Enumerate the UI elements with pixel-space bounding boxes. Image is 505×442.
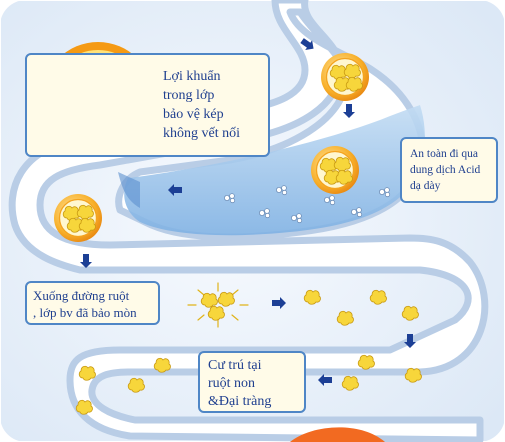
- capsule-icon: [311, 146, 359, 194]
- callout-line: không vết nối: [163, 126, 240, 141]
- bacteria-cluster-icon: [217, 291, 235, 307]
- callout-line: dung dịch Acid: [410, 164, 481, 176]
- callout-line: trong lớp: [163, 88, 215, 103]
- callout-acid-safe: An toàn đi qua dung dịch Acid dạ dày: [400, 137, 498, 203]
- callout-double-layer: Lợi khuẩn trong lớp bảo vệ kép không vết…: [25, 53, 270, 157]
- bacteria-cluster-icon: [127, 377, 145, 393]
- callout-line: dạ dày: [410, 180, 441, 192]
- bacteria-cluster-icon: [153, 357, 171, 373]
- callout-line: ruột non: [208, 376, 256, 391]
- bacteria-cluster-icon: [404, 367, 422, 383]
- bacteria-cluster-icon: [357, 354, 375, 370]
- callout-line: Lợi khuẩn: [163, 69, 221, 84]
- bacteria-cluster-icon: [78, 365, 96, 381]
- bacteria-cluster-icon: [341, 375, 359, 391]
- capsule-dissolving-burst: [187, 282, 249, 328]
- capsule-icon: [54, 194, 102, 242]
- stomach-acid: [124, 105, 425, 236]
- bacteria-cluster-icon: [401, 305, 419, 321]
- bacteria-cluster-icon: [369, 289, 387, 305]
- callout-intestine-entry: Xuống đường ruột , lớp bv đã bảo mòn: [25, 281, 160, 325]
- bacteria-cluster-icon: [75, 399, 93, 415]
- callout-line: &Đại tràng: [208, 394, 272, 409]
- capsule-icon: [321, 53, 369, 101]
- bacteria-cluster-icon: [207, 305, 225, 321]
- bacteria-cluster-icon: [336, 310, 354, 326]
- callout-line: , lớp bv đã bảo mòn: [33, 305, 137, 320]
- callout-colonize: Cư trú tại ruột non &Đại tràng: [198, 351, 306, 413]
- callout-line: An toàn đi qua: [410, 148, 479, 160]
- bacteria-cluster-icon: [200, 292, 218, 308]
- bottom-decoration: [290, 427, 385, 442]
- callout-line: Cư trú tại: [208, 358, 262, 373]
- bacteria-cluster-icon: [303, 289, 321, 305]
- callout-line: Xuống đường ruột: [33, 288, 130, 303]
- callout-line: bảo vệ kép: [163, 107, 224, 122]
